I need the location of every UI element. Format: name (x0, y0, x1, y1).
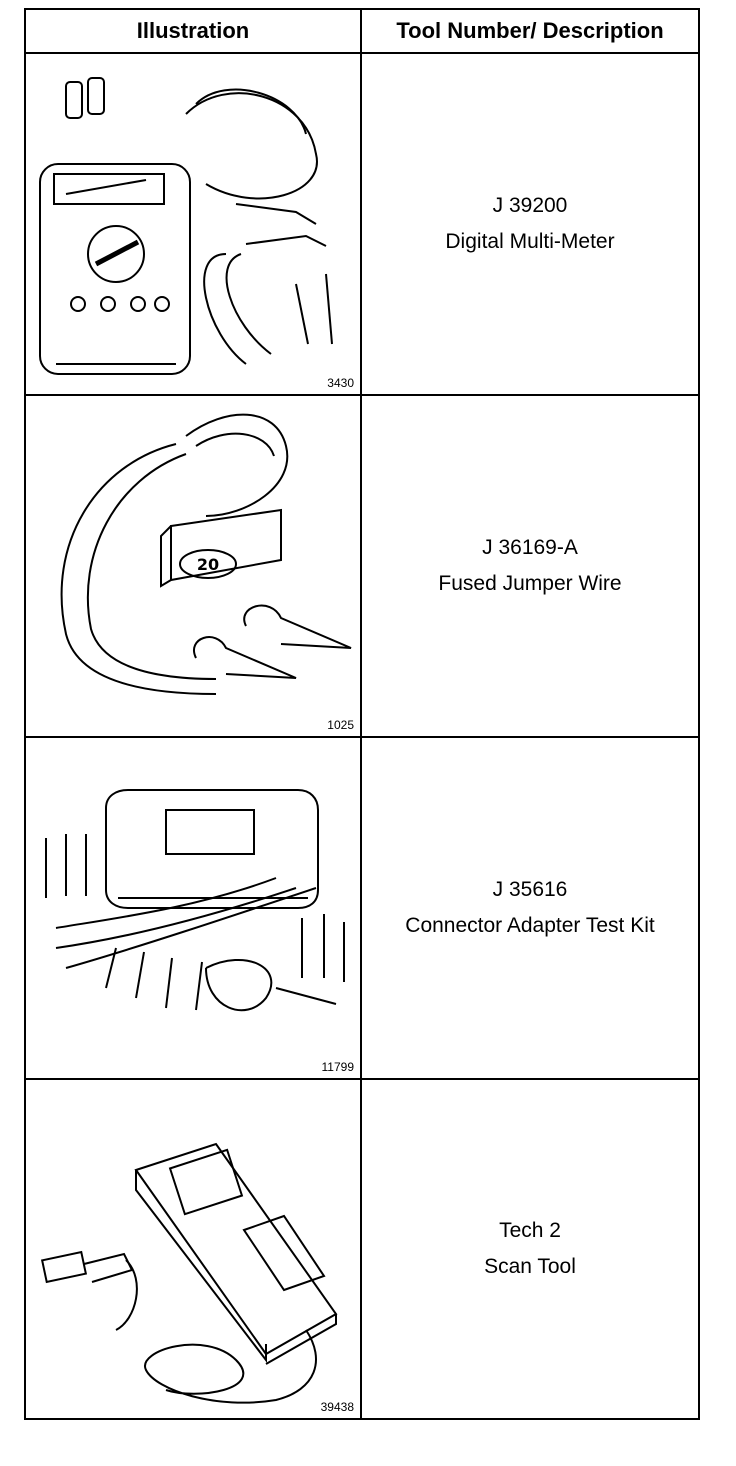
tool-description: J 36169-A Fused Jumper Wire (362, 396, 698, 736)
table-row: 11799 J 35616 Connector Adapter Test Kit (26, 738, 698, 1080)
table-row: 39438 Tech 2 Scan Tool (26, 1080, 698, 1418)
scan-tool-drawing (40, 1142, 338, 1404)
table-row: 20 1025 J 36169-A Fused Jumper Wire (26, 396, 698, 738)
figure-number: 3430 (327, 376, 354, 390)
figure-number: 11799 (321, 1060, 354, 1074)
multimeter-drawing (39, 77, 333, 375)
illustration-header: Illustration (26, 10, 362, 52)
tool-name: Connector Adapter Test Kit (405, 914, 655, 937)
tool-name: Scan Tool (484, 1255, 576, 1278)
multimeter-illustration: 3430 (26, 54, 362, 394)
tool-description: J 39200 Digital Multi-Meter (362, 54, 698, 394)
tool-description: Tech 2 Scan Tool (362, 1080, 698, 1418)
jumper-wire-illustration: 20 1025 (26, 396, 362, 736)
tool-number: J 36169-A (482, 536, 578, 559)
description-header: Tool Number/ Description (396, 18, 664, 43)
adapter-kit-drawing (45, 789, 345, 1012)
table-header: Illustration Tool Number/ Description (26, 10, 698, 54)
fuse-rating-label: 20 (197, 555, 219, 574)
figure-number: 39438 (320, 1400, 354, 1414)
tool-description: J 35616 Connector Adapter Test Kit (362, 738, 698, 1078)
tool-name: Fused Jumper Wire (438, 572, 622, 595)
tool-number: Tech 2 (499, 1219, 561, 1242)
figure-number: 1025 (327, 718, 354, 732)
tool-table: Illustration Tool Number/ Description (24, 8, 700, 1420)
jumper-wire-drawing: 20 (60, 413, 352, 695)
adapter-kit-illustration: 11799 (26, 738, 362, 1078)
scan-tool-illustration: 39438 (26, 1080, 362, 1418)
tool-name: Digital Multi-Meter (445, 230, 615, 253)
tool-number: J 39200 (492, 194, 568, 217)
table-row: 3430 J 39200 Digital Multi-Meter (26, 54, 698, 396)
tool-number: J 35616 (492, 878, 568, 901)
